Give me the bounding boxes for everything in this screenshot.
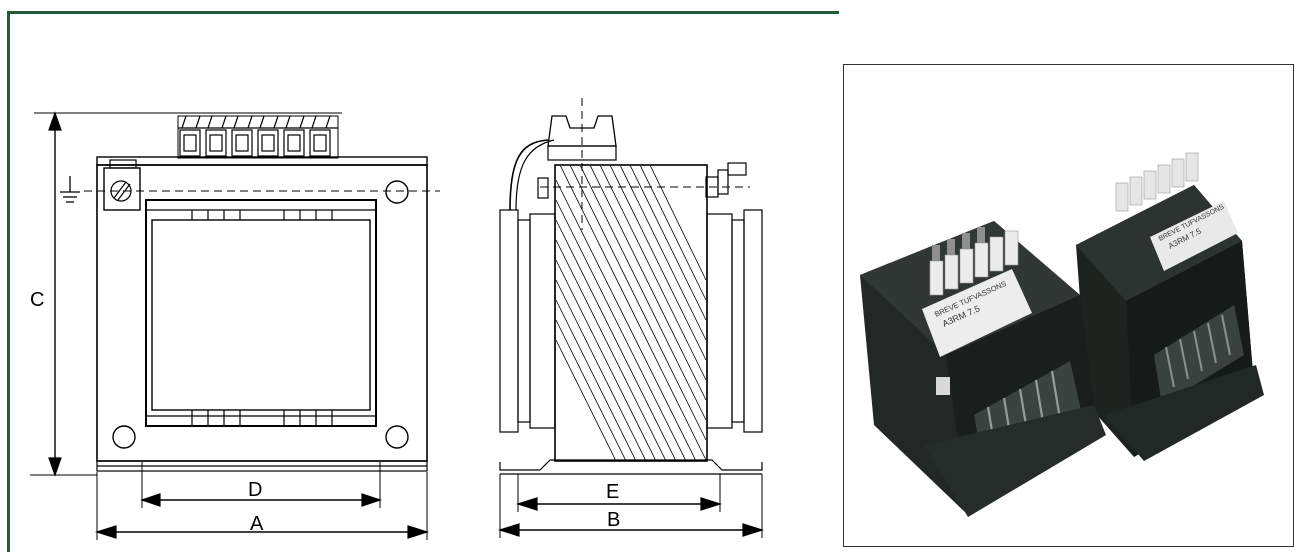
dimension-e: [516, 474, 722, 512]
label-d: D: [248, 479, 262, 501]
label-e: E: [606, 481, 619, 503]
front-view: [30, 111, 440, 540]
frame-left-border: [7, 11, 10, 552]
dimension-c: [30, 111, 342, 477]
dimension-a: [95, 472, 429, 540]
dimension-b: [498, 474, 764, 538]
label-c: C: [30, 289, 44, 311]
front-transformer: BREVE TUFVASSONS A3RM 7.5: [860, 221, 1106, 517]
technical-drawing: C D A E B: [30, 98, 764, 540]
rear-transformer: BREVE TUFVASSONS A3RM 7.5: [1076, 152, 1264, 461]
frame-top-border: [7, 11, 839, 14]
product-photo-frame: BREVE TUFVASSONS A3RM 7.5 BR: [843, 64, 1294, 547]
label-b: B: [607, 509, 620, 531]
dimension-d: [140, 462, 382, 508]
side-view: [498, 98, 764, 538]
transformer-photo: BREVE TUFVASSONS A3RM 7.5 BR: [860, 152, 1264, 517]
terminal-block: [177, 115, 339, 159]
label-a: A: [250, 513, 264, 535]
ground-symbol: [60, 176, 80, 203]
